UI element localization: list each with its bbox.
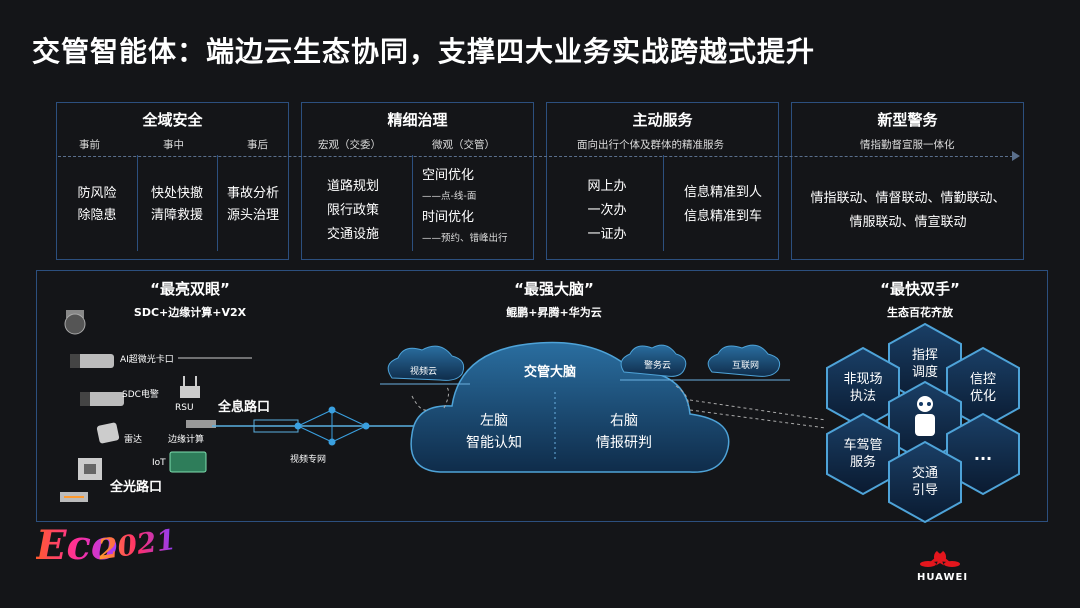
divider [412,155,413,251]
hands-title: “最快双手” [880,280,960,298]
divider [663,155,664,251]
radar-icon [96,422,120,444]
label-edge-compute: 边缘计算 [168,435,205,445]
hex-vehicle [826,412,900,496]
architecture-panel [36,270,1048,522]
rsu-icon [180,376,200,398]
sub-before: 事前 [79,139,100,151]
eco-logo: Eco [36,522,118,569]
hex-label-vehicle: 车驾管服务 [843,438,883,470]
optical-device-icon [60,492,88,502]
flow-arrows [411,385,827,429]
hex-more [946,412,1020,496]
network-nodes [294,406,370,446]
dome-camera-icon [64,310,86,335]
label-ai-camera: AI超微光卡口 [120,355,174,365]
police-robot-icon [915,396,935,436]
page-title: 交管智能体：端边云生态协同，支撑四大业务实战跨越式提升 [32,35,816,68]
sub-during: 事中 [163,139,184,151]
label-iot: IoT [152,458,166,468]
col-micro: 空间优化 ——点-线-面 时间优化 ——预约、错峰出行 [422,168,508,244]
sub-macro: 宏观（交委） [318,139,381,151]
optical-cabinet-icon [78,458,102,480]
divider [137,155,138,251]
eyes-subtitle: SDC+边缘计算+V2X [133,306,247,319]
hex-grid [826,322,1020,524]
box-fine-governance: 精细治理 宏观（交委） 微观（交管） 道路规划限行政策交通设施 空间优化 ——点… [301,102,534,260]
label-internet: 互联网 [732,361,760,371]
edge-compute-icon [186,420,216,428]
sub-service: 面向出行个体及群体的精准服务 [577,139,724,151]
right-brain: 右脑情报研判 [596,413,652,451]
col-macro: 道路规划限行政策交通设施 [326,179,379,242]
hands-subtitle: 生态百花齐放 [887,306,953,319]
col-before: 防风险除隐患 [77,186,117,223]
box-title: 精细治理 [387,111,448,129]
col-after: 事故分析源头治理 [226,186,279,223]
box-title: 新型警务 [877,111,938,129]
ai-camera-icon [70,354,114,368]
internet-cloud [707,344,781,377]
label-police-cloud: 警务云 [644,361,672,371]
sub-police: 情指勤督宣服一体化 [860,139,955,151]
divider [217,155,218,251]
flow-arrow-head [1012,151,1020,161]
police-cloud [620,344,687,377]
label-video-cloud: 视频云 [410,367,438,377]
sub-micro: 微观（交管） [432,139,495,151]
col-linkage: 情指联动、情督联动、情勤联动、情服联动、情宣联动 [810,191,1006,230]
box-title: 全域安全 [142,111,203,129]
flow-arrow-line [58,156,1018,157]
brain-subtitle: 鲲鹏+昇腾+华为云 [506,306,602,319]
left-brain: 左脑智能认知 [466,413,522,451]
eyes-title: “最亮双眼” [150,280,230,298]
label-all-optical: 全光路口 [110,480,163,495]
hex-label-dispatch: 指挥调度 [911,348,938,380]
hex-guidance [888,440,962,524]
huawei-brand: HUAWEI [917,572,969,583]
label-video-network: 视频专网 [290,455,327,465]
box-active-service: 主动服务 面向出行个体及群体的精准服务 网上办一次办一证办 信息精准到人信息精准… [546,102,779,260]
box-new-police: 新型警务 情指勤督宣服一体化 情指联动、情督联动、情勤联动、情服联动、情宣联动 [791,102,1024,260]
hex-label-more: ... [973,445,993,464]
brain-title: “最强大脑” [514,280,594,298]
col-online: 网上办一次办一证办 [587,179,627,242]
box-global-safety: 全域安全 事前 事中 事后 防风险除隐患 快处快撤清障救援 事故分析源头治理 [56,102,289,260]
hex-label-signal: 信控优化 [969,372,996,404]
hex-label-guidance: 交通引导 [911,466,938,498]
sdc-camera-icon [80,392,124,406]
label-holo-intersection: 全息路口 [218,400,271,415]
huawei-logo-icon [920,550,960,567]
iot-board-icon [169,451,207,473]
label-rsu: RSU [175,403,194,413]
col-during: 快处快撤清障救援 [150,186,203,223]
hex-label-enforcement: 非现场执法 [843,372,883,404]
label-traffic-brain: 交管大脑 [523,365,576,380]
video-cloud [387,345,465,381]
label-radar: 雷达 [124,435,143,445]
box-title: 主动服务 [632,111,693,129]
sub-after: 事后 [247,139,268,151]
col-precise: 信息精准到人信息精准到车 [683,185,762,224]
label-sdc: SDC电警 [122,390,159,400]
